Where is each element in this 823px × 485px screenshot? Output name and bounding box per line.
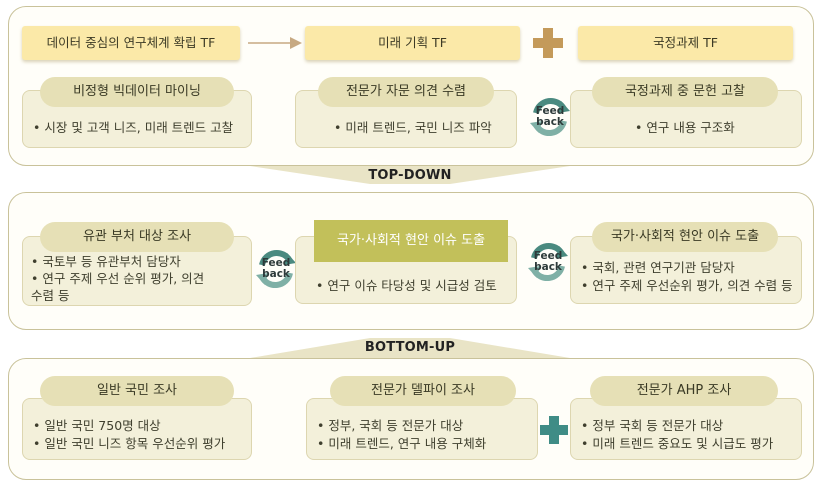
plus-icon: [533, 28, 563, 58]
top-col3-line: • 연구 내용 구조화: [635, 120, 735, 135]
bot-col1-line-1: • 일반 국민 750명 대상: [33, 418, 161, 433]
mid-col1-line-3: 수렴 등: [31, 288, 70, 303]
top-col1-line: • 시장 및 고객 니즈, 미래 트렌드 고찰: [33, 120, 234, 135]
top-col3-title: 국정과제 중 문헌 고찰: [592, 77, 778, 107]
bottomup-label: BOTTOM-UP: [364, 340, 456, 355]
bot-col3-line-2: • 미래 트렌드 중요도 및 시급도 평가: [581, 436, 774, 451]
feedback-label-mid-left-2: back: [262, 268, 290, 280]
mid-col1-title: 유관 부처 대상 조사: [40, 222, 234, 252]
feedback-label-mid-right-2: back: [534, 261, 562, 273]
mid-col1-line-1: • 국토부 등 유관부처 담당자: [31, 254, 181, 269]
feedback-cycle-icon-mid-right: Feed back: [526, 240, 570, 284]
arrow-right-icon: [248, 37, 302, 49]
bot-col3-title: 전문가 AHP 조사: [590, 376, 778, 406]
bot-col1-box: • 일반 국민 750명 대상 • 일반 국민 니즈 항목 우선순위 평가: [22, 398, 252, 460]
mid-col2-title: 국가·사회적 현안 이슈 도출: [314, 220, 508, 262]
top-col2-title: 전문가 자문 의견 수렴: [318, 77, 494, 107]
bot-col1-title: 일반 국민 조사: [40, 376, 234, 406]
feedback-cycle-icon-mid-left: Feed back: [254, 247, 298, 291]
feedback-label-top-2: back: [536, 116, 564, 128]
top-bar-data-research-tf: 데이터 중심의 연구체계 확립 TF: [22, 26, 240, 60]
feedback-cycle-icon-top: Feed back: [528, 95, 572, 139]
mid-col2-line: • 연구 이슈 타당성 및 시급성 검토: [316, 278, 497, 293]
bot-col2-title: 전문가 델파이 조사: [330, 376, 516, 406]
bot-col3-box: • 정부 국회 등 전문가 대상 • 미래 트렌드 중요도 및 시급도 평가: [570, 398, 802, 460]
feedback-label-mid-left-1: Feed: [261, 257, 291, 269]
bot-col1-line-2: • 일반 국민 니즈 항목 우선순위 평가: [33, 436, 226, 451]
mid-col3-line-1: • 국회, 관련 연구기관 담당자: [581, 260, 735, 275]
bot-col3-line-1: • 정부 국회 등 전문가 대상: [581, 418, 724, 433]
mid-col3-title: 국가·사회적 현안 이슈 도출: [592, 222, 778, 252]
topdown-label: TOP-DOWN: [368, 168, 452, 183]
bot-col2-line-2: • 미래 트렌드, 연구 내용 구체화: [317, 436, 487, 451]
top-col1-title: 비정형 빅데이터 마이닝: [40, 77, 234, 107]
feedback-label-top-1: Feed: [535, 105, 565, 117]
top-bar-future-planning-tf: 미래 기획 TF: [305, 26, 520, 60]
bottomup-funnel: [250, 338, 570, 358]
topdown-funnel: [250, 166, 570, 184]
bot-col2-box: • 정부, 국회 등 전문가 대상 • 미래 트렌드, 연구 내용 구체화: [306, 398, 538, 460]
top-bar-national-task-tf: 국정과제 TF: [578, 26, 793, 60]
top-col2-line: • 미래 트렌드, 국민 니즈 파악: [334, 120, 492, 135]
bot-col2-line-1: • 정부, 국회 등 전문가 대상: [317, 418, 464, 433]
mid-col1-line-2: • 연구 주제 우선 순위 평가, 의견: [31, 271, 205, 286]
feedback-label-mid-right-1: Feed: [533, 250, 563, 262]
plus-icon-bottom: [540, 416, 568, 444]
mid-col3-line-2: • 연구 주제 우선순위 평가, 의견 수렴 등: [581, 278, 793, 293]
